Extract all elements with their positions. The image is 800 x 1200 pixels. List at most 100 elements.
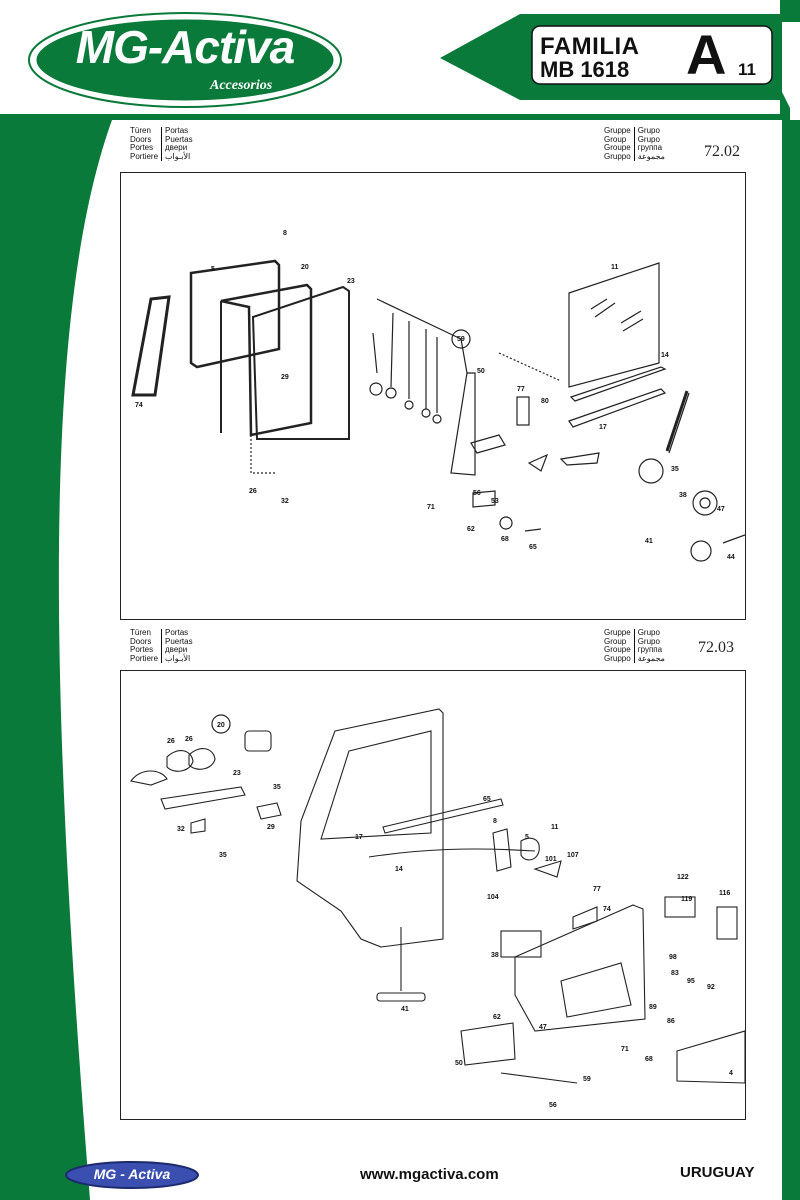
svg-text:32: 32 [177, 826, 185, 833]
label: Grupo [637, 134, 660, 144]
svg-text:20: 20 [301, 264, 309, 271]
label: группа [637, 143, 663, 152]
label: الأبـواب [165, 653, 191, 663]
svg-text:53: 53 [491, 498, 499, 505]
label: Portes [130, 143, 154, 152]
label: Türen [130, 628, 151, 637]
svg-text:74: 74 [603, 906, 611, 913]
svg-text:104: 104 [487, 894, 499, 901]
group-number-72-02: 72.02 [704, 143, 740, 160]
svg-text:86: 86 [667, 1018, 675, 1025]
svg-text:89: 89 [649, 1004, 657, 1011]
footer-logo-text: MG - Activa [93, 1166, 171, 1182]
label: Doors [130, 134, 152, 144]
label: Portas [165, 126, 189, 135]
label: Portes [130, 645, 154, 654]
svg-text:68: 68 [645, 1056, 653, 1063]
label: Doors [130, 636, 152, 646]
svg-text:41: 41 [645, 538, 653, 545]
label: Groupe [604, 645, 631, 654]
label: двери [165, 645, 188, 654]
svg-text:77: 77 [517, 386, 525, 393]
svg-text:20: 20 [217, 722, 225, 729]
label: Grupo [637, 628, 660, 637]
svg-text:98: 98 [669, 954, 677, 961]
svg-text:35: 35 [219, 852, 227, 859]
svg-text:59: 59 [583, 1076, 591, 1083]
svg-text:29: 29 [281, 374, 289, 381]
svg-text:14: 14 [395, 866, 403, 873]
label: Puertas [165, 636, 193, 646]
svg-text:14: 14 [661, 352, 669, 359]
svg-text:50: 50 [455, 1060, 463, 1067]
label: مجموعة [637, 151, 665, 161]
svg-text:68: 68 [501, 536, 509, 543]
left-green-swoosh [0, 120, 112, 1200]
svg-text:32: 32 [281, 498, 289, 505]
svg-text:5: 5 [211, 266, 215, 273]
label: Gruppe [604, 628, 631, 637]
label: Türen [130, 126, 151, 135]
svg-text:92: 92 [707, 984, 715, 991]
diagram-72-02: 8 5 20 23 11 74 29 59 50 77 80 14 17 26 … [120, 172, 746, 620]
svg-text:35: 35 [273, 784, 281, 791]
label: مجموعة [637, 653, 665, 663]
svg-text:26: 26 [167, 738, 175, 745]
label: Group [604, 134, 627, 144]
svg-text:50: 50 [477, 368, 485, 375]
diagram-72-03: 20 26 26 23 35 32 29 35 65 17 8 11 5 101… [120, 670, 746, 1120]
label: Groupe [604, 143, 631, 152]
section-1-labels-left: Türen Doors Portes Portiere Portas Puert… [130, 126, 193, 161]
svg-text:119: 119 [681, 896, 692, 903]
label: Grupo [637, 126, 660, 135]
svg-text:44: 44 [727, 554, 735, 561]
svg-text:122: 122 [677, 874, 689, 881]
svg-text:47: 47 [717, 506, 725, 513]
label: Gruppo [604, 653, 631, 663]
label: Gruppo [604, 151, 631, 161]
svg-text:47: 47 [539, 1024, 547, 1031]
family-label: FAMILIA [540, 33, 640, 60]
svg-text:23: 23 [347, 278, 355, 285]
svg-text:26: 26 [249, 488, 257, 495]
brand-logo-subtext: Accesorios [210, 78, 273, 93]
svg-text:23: 23 [233, 770, 241, 777]
svg-text:41: 41 [401, 1006, 409, 1013]
svg-text:5: 5 [525, 834, 529, 841]
right-green-edge [782, 120, 800, 1200]
label: الأبـواب [165, 151, 191, 161]
footer-country: URUGUAY [680, 1164, 755, 1181]
svg-text:80: 80 [541, 398, 549, 405]
label: Grupo [637, 636, 660, 646]
label: Gruppe [604, 126, 631, 135]
footer-logo [65, 1161, 199, 1189]
label: Group [604, 636, 627, 646]
svg-text:17: 17 [355, 834, 363, 841]
footer-website[interactable]: www.mgactiva.com [360, 1166, 499, 1183]
group-number-72-03: 72.03 [698, 639, 734, 656]
svg-text:74: 74 [135, 402, 143, 409]
diagram-72-03-drawing: 20 26 26 23 35 32 29 35 65 17 8 11 5 101… [130, 708, 746, 1109]
label: Portas [165, 628, 189, 637]
svg-text:38: 38 [491, 952, 499, 959]
svg-text:101: 101 [545, 856, 557, 863]
svg-text:62: 62 [493, 1014, 501, 1021]
svg-text:38: 38 [679, 492, 687, 499]
svg-text:26: 26 [185, 736, 193, 743]
svg-text:17: 17 [599, 424, 607, 431]
diagram-72-02-drawing: 8 5 20 23 11 74 29 59 50 77 80 14 17 26 … [131, 230, 746, 562]
label: Puertas [165, 134, 193, 144]
svg-text:29: 29 [267, 824, 275, 831]
svg-text:77: 77 [593, 886, 601, 893]
logo-ellipse [33, 16, 337, 104]
section-2-labels-right: Gruppe Group Groupe Gruppo Grupo Grupo г… [604, 628, 665, 663]
svg-text:8: 8 [493, 818, 497, 825]
svg-text:56: 56 [549, 1102, 557, 1109]
family-model: MB 1618 [540, 57, 630, 82]
svg-text:11: 11 [611, 264, 619, 271]
svg-text:35: 35 [671, 466, 679, 473]
label: Portiere [130, 151, 159, 161]
svg-text:71: 71 [427, 504, 435, 511]
svg-text:62: 62 [467, 526, 475, 533]
svg-text:11: 11 [551, 824, 559, 831]
